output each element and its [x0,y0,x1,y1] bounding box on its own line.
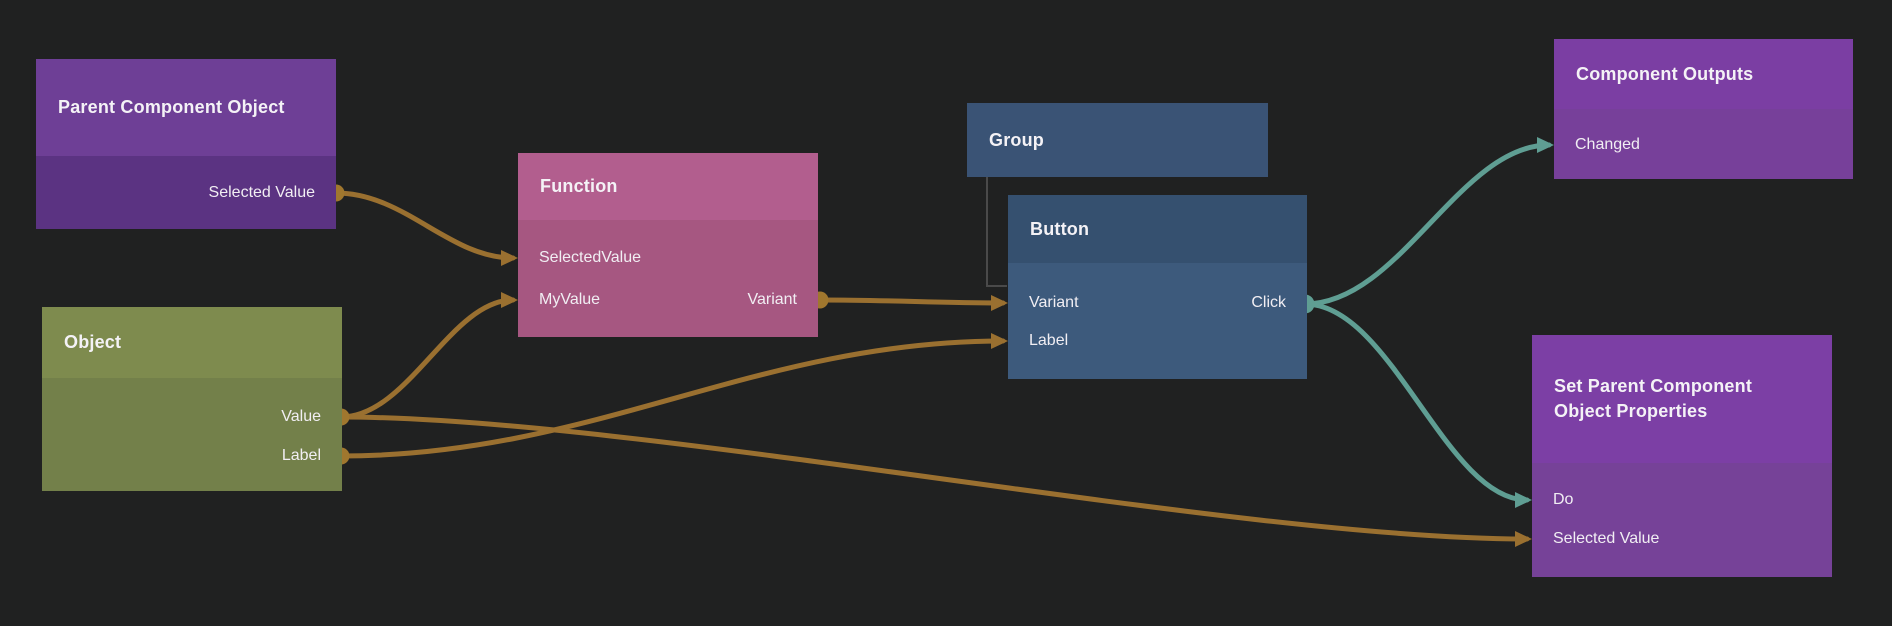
wire-click-to-do[interactable] [1302,301,1530,503]
wire-click-to-changed[interactable] [1302,142,1552,307]
node-header: Set Parent Component Object Properties [1532,335,1832,463]
wire-arrowhead [1537,137,1554,153]
wire-arrowhead [1515,492,1532,508]
node-parent-component-object[interactable]: Parent Component Object Selected Value [36,59,336,229]
node-header: Object [42,307,342,378]
node-header: Button [1008,195,1307,263]
input-port-label: Do [1553,491,1574,508]
input-port-label: Variant [1029,294,1079,311]
output-port-label: Label [281,447,321,464]
port-row-label-output[interactable]: Label [42,437,342,475]
node-title: Button [1030,218,1090,239]
node-title: Set Parent Component Object Properties [1554,376,1753,421]
wire-value-to-selected-value[interactable] [338,414,1530,542]
output-port-label: Click [1251,294,1286,311]
node-body: Changed [1554,109,1853,179]
node-body: Selected Value [36,156,336,229]
node-button[interactable]: Button Variant Click Label [1008,195,1307,379]
input-port-label: Label [1029,332,1069,349]
node-header: Parent Component Object [36,59,336,156]
output-port-label: Selected Value [208,184,315,201]
input-port-label: MyValue [539,291,601,308]
wire-arrowhead [1515,531,1532,547]
port-row-variant-click[interactable]: Variant Click [1008,284,1307,322]
node-title: Parent Component Object [58,97,285,117]
wire-variant-to-variant[interactable] [817,297,1006,306]
port-row-do-input[interactable]: Do [1532,481,1832,519]
wire-arrowhead [501,292,518,308]
input-port-label: Changed [1575,136,1640,153]
wire-label-to-label[interactable] [338,338,1006,459]
wire-value-to-myvalue[interactable] [338,297,516,420]
port-row-selected-value-input[interactable]: Selected Value [1532,520,1832,558]
node-title: Object [64,332,122,352]
node-title: Group [989,129,1044,150]
port-row-myvalue-variant[interactable]: MyValue Variant [518,281,818,319]
node-component-outputs[interactable]: Component Outputs Changed [1554,39,1853,179]
port-row-value-output[interactable]: Value [42,398,342,436]
node-body: Value Label [42,378,342,491]
node-object[interactable]: Object Value Label [42,307,342,491]
node-body: Do Selected Value [1532,463,1832,577]
port-row-label-input[interactable]: Label [1008,322,1307,360]
port-row-selected-value-output[interactable]: Selected Value [36,174,336,212]
node-body: SelectedValue MyValue Variant [518,220,818,337]
node-header: Function [518,153,818,220]
input-port-label: Selected Value [1553,530,1660,547]
node-set-parent-component-object-properties[interactable]: Set Parent Component Object Properties D… [1532,335,1832,577]
output-port-label: Variant [747,291,797,308]
wire-arrowhead [991,295,1008,311]
group-to-button-hierarchy-line [986,177,1007,287]
wire-arrowhead [991,333,1008,349]
output-port-label: Value [281,408,321,425]
node-function[interactable]: Function SelectedValue MyValue Variant [518,153,818,337]
wire-selected-value-to-selectedvalue[interactable] [333,190,516,261]
input-port-label: SelectedValue [539,249,641,266]
node-title: Function [540,176,618,196]
wire-arrowhead [501,250,518,266]
port-row-changed-input[interactable]: Changed [1554,126,1853,164]
node-body: Variant Click Label [1008,263,1307,379]
node-header: Group [967,103,1268,177]
node-title: Component Outputs [1576,63,1754,84]
port-row-selectedvalue-input[interactable]: SelectedValue [518,239,818,277]
node-header: Component Outputs [1554,39,1853,109]
node-group[interactable]: Group [967,103,1268,177]
